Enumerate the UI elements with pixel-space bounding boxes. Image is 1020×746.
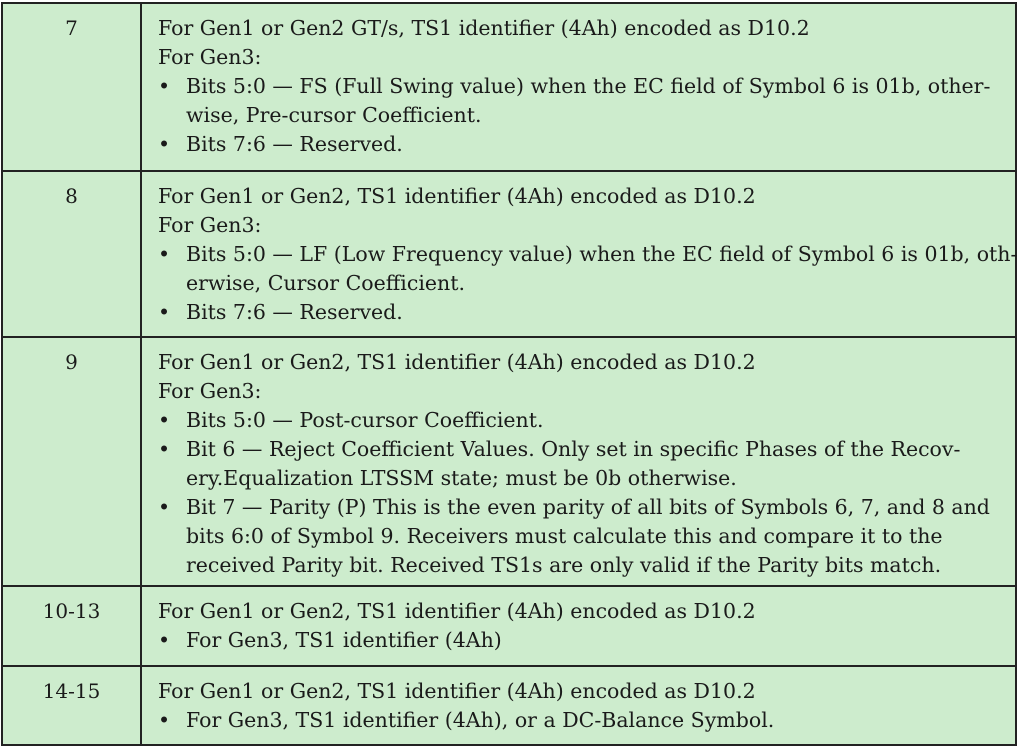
table-row: 10-13 For Gen1 or Gen2, TS1 identifier (… bbox=[3, 585, 1015, 665]
description-line: For Gen3: bbox=[158, 379, 262, 403]
bullet-item: • Bits 7:6 — Reserved. bbox=[158, 130, 1001, 159]
bullet-item: • For Gen3, TS1 identifier (4Ah) bbox=[158, 626, 1001, 655]
description-cell: For Gen1 or Gen2, TS1 identifier (4Ah) e… bbox=[142, 172, 1020, 336]
bullet-text: Bits 5:0 — Post-cursor Coefficient. bbox=[186, 408, 544, 432]
description-line: For Gen1 or Gen2, TS1 identifier (4Ah) e… bbox=[158, 350, 756, 374]
description-cell: For Gen1 or Gen2, TS1 identifier (4Ah) e… bbox=[142, 587, 1015, 665]
bullet-text: Bit 7 — Parity (P) This is the even pari… bbox=[186, 495, 990, 519]
description-line: For Gen1 or Gen2, TS1 identifier (4Ah) e… bbox=[158, 184, 756, 208]
description-cell: For Gen1 or Gen2, TS1 identifier (4Ah) e… bbox=[142, 338, 1015, 585]
table-row: 9 For Gen1 or Gen2, TS1 identifier (4Ah)… bbox=[3, 336, 1015, 585]
bullet-icon: • bbox=[158, 74, 171, 98]
table-row: 7 For Gen1 or Gen2 GT/s, TS1 identifier … bbox=[3, 4, 1015, 170]
description-line: For Gen3: bbox=[158, 45, 262, 69]
bullet-text: received Parity bit. Received TS1s are o… bbox=[186, 553, 942, 577]
description-cell: For Gen1 or Gen2 GT/s, TS1 identifier (4… bbox=[142, 4, 1015, 170]
bullet-icon: • bbox=[158, 132, 171, 156]
bullet-text: Bits 7:6 — Reserved. bbox=[186, 300, 403, 324]
symbol-number-cell: 9 bbox=[3, 338, 142, 585]
bullet-text: For Gen3, TS1 identifier (4Ah), or a DC-… bbox=[186, 708, 775, 732]
symbol-number-cell: 10-13 bbox=[3, 587, 142, 665]
description-line: For Gen1 or Gen2, TS1 identifier (4Ah) e… bbox=[158, 599, 756, 623]
bullet-text: bits 6:0 of Symbol 9. Receivers must cal… bbox=[186, 524, 943, 548]
bullet-text: Bits 5:0 — LF (Low Frequency value) when… bbox=[186, 242, 1018, 266]
description-line: For Gen1 or Gen2, TS1 identifier (4Ah) e… bbox=[158, 679, 756, 703]
bullet-icon: • bbox=[158, 437, 171, 461]
bullet-text: For Gen3, TS1 identifier (4Ah) bbox=[186, 628, 502, 652]
bullet-icon: • bbox=[158, 408, 171, 432]
bullet-icon: • bbox=[158, 628, 171, 652]
symbol-number-cell: 14-15 bbox=[3, 667, 142, 744]
symbol-number-cell: 8 bbox=[3, 172, 142, 336]
table-row: 8 For Gen1 or Gen2, TS1 identifier (4Ah)… bbox=[3, 170, 1017, 336]
description-line: For Gen3: bbox=[158, 213, 262, 237]
bullet-text: Bits 5:0 — FS (Full Swing value) when th… bbox=[186, 74, 991, 98]
bullet-item: • Bits 5:0 — LF (Low Frequency value) wh… bbox=[158, 240, 1017, 298]
bullet-icon: • bbox=[158, 242, 171, 266]
bullet-item: • Bit 7 — Parity (P) This is the even pa… bbox=[158, 493, 1001, 580]
bullet-item: • Bit 6 — Reject Coefficient Values. Onl… bbox=[158, 435, 1001, 493]
bullet-icon: • bbox=[158, 495, 171, 519]
bullet-icon: • bbox=[158, 708, 171, 732]
bullet-item: • Bits 5:0 — FS (Full Swing value) when … bbox=[158, 72, 1001, 130]
bullet-text: ery.Equalization LTSSM state; must be 0b… bbox=[186, 466, 737, 490]
bullet-item: • For Gen3, TS1 identifier (4Ah), or a D… bbox=[158, 706, 1001, 735]
bullet-text: Bits 7:6 — Reserved. bbox=[186, 132, 403, 156]
bullet-text: wise, Pre-cursor Coefficient. bbox=[186, 103, 482, 127]
bullet-icon: • bbox=[158, 300, 171, 324]
bullet-text: Bit 6 — Reject Coefficient Values. Only … bbox=[186, 437, 961, 461]
description-line: For Gen1 or Gen2 GT/s, TS1 identifier (4… bbox=[158, 16, 810, 40]
symbol-number-cell: 7 bbox=[3, 4, 142, 170]
bullet-item: • Bits 7:6 — Reserved. bbox=[158, 298, 1017, 327]
description-cell: For Gen1 or Gen2, TS1 identifier (4Ah) e… bbox=[142, 667, 1015, 744]
table-row: 14-15 For Gen1 or Gen2, TS1 identifier (… bbox=[3, 665, 1015, 744]
bullet-item: • Bits 5:0 — Post-cursor Coefficient. bbox=[158, 406, 1001, 435]
bullet-text: erwise, Cursor Coefficient. bbox=[186, 271, 465, 295]
